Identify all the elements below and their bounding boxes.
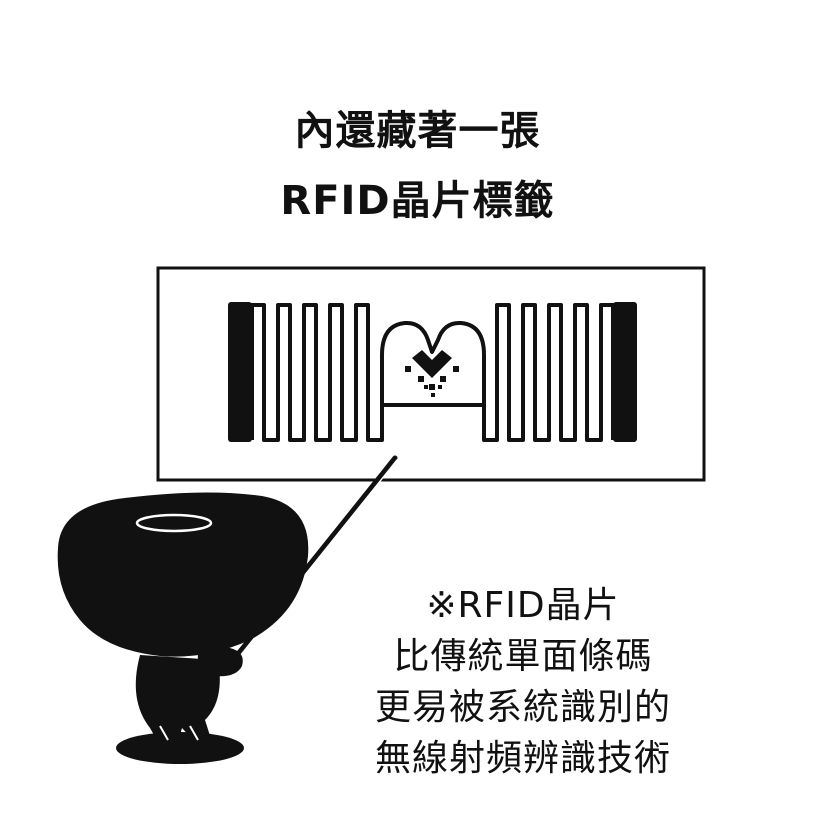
headline: 內還藏著一張 RFID晶片標籤 bbox=[0, 96, 835, 236]
mascot-shadow bbox=[116, 732, 244, 764]
headline-line-2: RFID晶片標籤 bbox=[280, 178, 555, 224]
bean-mascot-pointing-icon bbox=[57, 455, 398, 742]
note-line-2: 比傳統單面條碼 bbox=[393, 636, 653, 677]
note-line-1: ※RFID晶片 bbox=[426, 585, 620, 626]
note-line-3: 更易被系統識別的 bbox=[374, 687, 671, 728]
note-line-4: 無線射頻辨識技術 bbox=[374, 738, 671, 779]
chip-icon bbox=[405, 350, 459, 397]
rfid-explanation: ※RFID晶片 比傳統單面條碼 更易被系統識別的 無線射頻辨識技術 bbox=[338, 580, 708, 784]
rfid-tag-antenna-icon bbox=[156, 266, 706, 482]
headline-line-1: 內還藏著一張 bbox=[294, 108, 541, 154]
